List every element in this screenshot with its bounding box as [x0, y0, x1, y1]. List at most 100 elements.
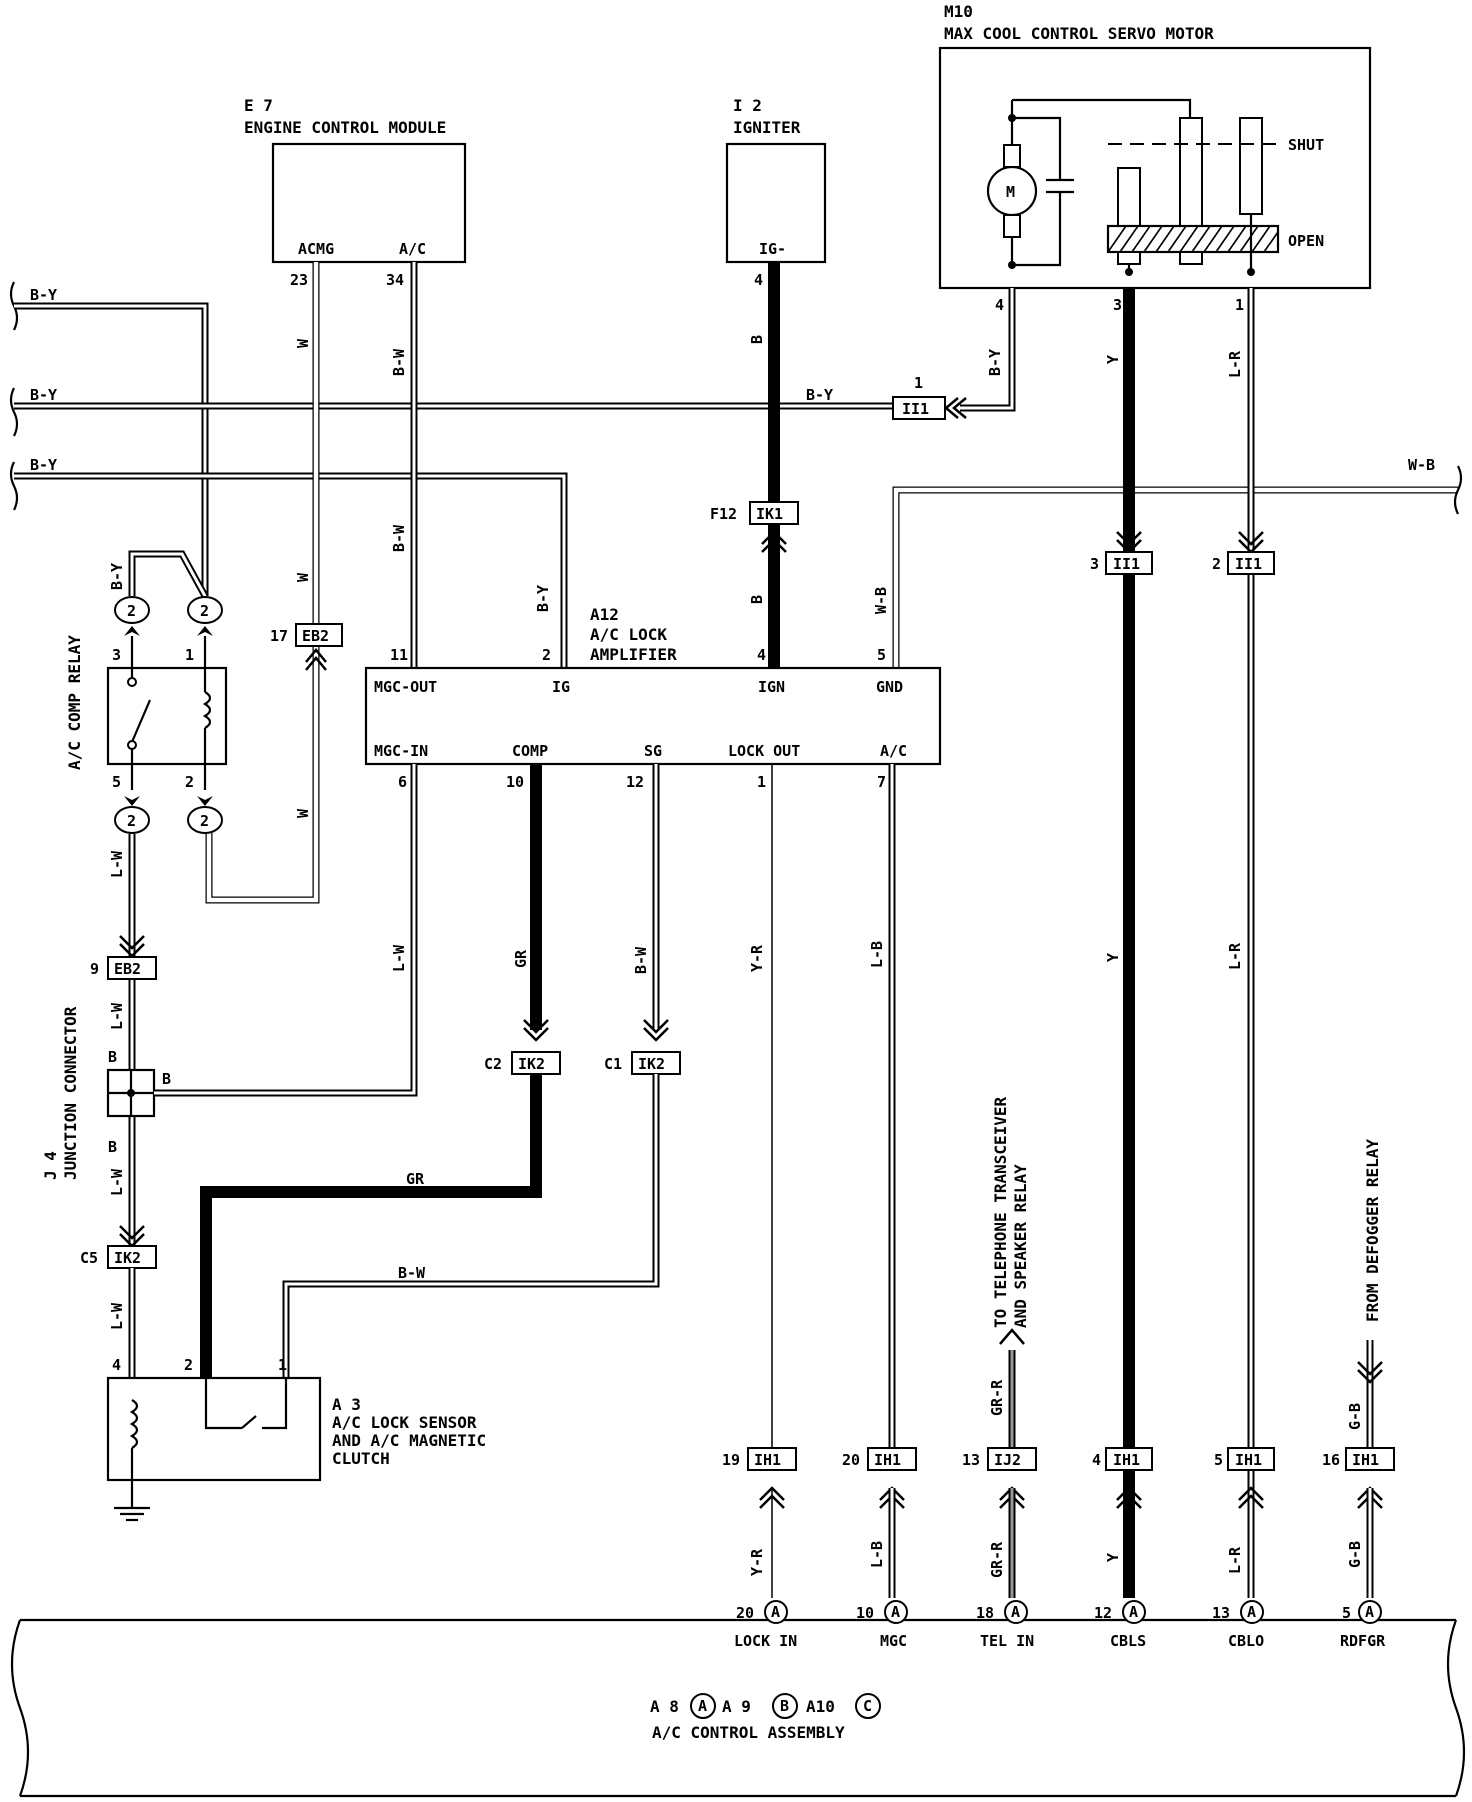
connector-eb2-b-label: EB2: [114, 960, 141, 978]
wire-igniter-b: B B IK1 F12: [710, 262, 799, 668]
connector-ii1-a-pin: 1: [914, 374, 923, 392]
relay-pin-5: 5: [112, 773, 121, 791]
connector-ik2-c2-label: IK2: [518, 1055, 545, 1073]
wire-w-1: W: [294, 338, 312, 348]
wire-w-3: W: [294, 808, 312, 818]
ground-icon: [114, 1506, 150, 1522]
wire-servo-l-r: L-R L-R II1 2: [1212, 288, 1275, 1598]
note-defogger: FROM DEFOGGER RELAY: [1363, 1139, 1382, 1322]
junction-connector: B J 4 JUNCTION CONNECTOR L-W: [41, 764, 418, 1180]
assembly-title: A 8 A A 9 B A10 C A/C CONTROL ASSEMBLY: [650, 1693, 881, 1742]
connector-ik1-label: IK1: [756, 505, 783, 523]
wire-b-w-2: B-W: [390, 524, 408, 552]
sensor-name-1: A/C LOCK SENSOR: [332, 1413, 477, 1432]
amp-pin-6: 6: [398, 773, 407, 791]
terminal-pin: 10: [856, 1604, 874, 1622]
ac-control-assembly: 20 A LOCK IN 10 A MGC 18 A TEL IN 12 A C…: [10, 1600, 1466, 1798]
connector-ih1-19-pin: 19: [722, 1451, 740, 1469]
amp-term-ign: IGN: [758, 678, 785, 696]
servo-pin-3: 3: [1113, 296, 1122, 314]
wire-l-r-1: L-R: [1226, 350, 1244, 378]
wire-l-r-3: L-R: [1226, 1546, 1244, 1574]
terminal-name: LOCK IN: [734, 1632, 797, 1650]
junction-pin-b-left: B: [108, 1048, 117, 1066]
igniter-id: I 2: [733, 96, 762, 115]
wire-l-w-1: L-W: [108, 850, 126, 878]
ecm-pin-23: 23: [290, 271, 308, 289]
wire-y-r-2: Y-R: [748, 1548, 766, 1576]
connector-eb2-b-pin: 9: [90, 960, 99, 978]
terminal-name: CBLO: [1228, 1632, 1264, 1650]
amp-term-mgc-out: MGC-OUT: [374, 678, 437, 696]
ecm-term-acmg: ACMG: [298, 240, 334, 258]
wire-y-1: Y: [1104, 355, 1122, 364]
sensor-pin-1: 1: [278, 1356, 287, 1374]
assembly-terminal-mgc: 10 A MGC: [856, 1600, 908, 1650]
connector-ii1-a: B-Y II1 1: [892, 288, 1016, 420]
assembly-terminal-cblo: 13 A CBLO: [1212, 1600, 1264, 1650]
assembly-id-a9: A 9: [722, 1697, 751, 1716]
relay-connector-top-left: 2: [127, 602, 136, 620]
ac-comp-relay: B-Y 2 2 3 1 5 2 2 2 A/C COMP RELAY: [65, 550, 228, 834]
amp-pin-1: 1: [757, 773, 766, 791]
terminal-pin: 18: [976, 1604, 994, 1622]
connector-ih1-5-label: IH1: [1235, 1451, 1262, 1469]
ground-bus-w-b: W-B W-B: [872, 456, 1463, 668]
assembly-name: A/C CONTROL ASSEMBLY: [652, 1723, 845, 1742]
relay-name: A/C COMP RELAY: [65, 635, 84, 770]
assembly-circle-b: B: [780, 1697, 789, 1715]
wire-defogger-g-b: G-B IH1 16 G-B FROM DEFOGGER RELAY: [1322, 1139, 1395, 1598]
wire-y-3: Y: [1104, 1553, 1122, 1562]
wire-b-w-1: B-W: [390, 348, 408, 376]
left-bus-wires: B-Y B-Y B-Y B-Y B-Y: [9, 281, 892, 668]
connector-ii1-b-pin: 3: [1090, 555, 1099, 573]
engine-control-module: E 7 ENGINE CONTROL MODULE ACMG A/C 23 34: [244, 96, 467, 289]
terminal-circle: A: [891, 1603, 900, 1621]
amp-term-ac: A/C: [880, 742, 907, 760]
amp-pin-11: 11: [390, 646, 408, 664]
amp-pin-12: 12: [626, 773, 644, 791]
connector-ik2-c5-pin: C5: [80, 1249, 98, 1267]
terminal-circle: A: [1129, 1603, 1138, 1621]
terminal-name: RDFGR: [1340, 1632, 1386, 1650]
connector-ij2-13-label: IJ2: [994, 1451, 1021, 1469]
connector-ik2-c5-label: IK2: [114, 1249, 141, 1267]
ac-lock-sensor: 4 2 1 A 3 A/C LOCK SENSOR AND A/C MAGNET…: [106, 1356, 486, 1522]
amp-term-ig: IG: [552, 678, 570, 696]
terminal-pin: 13: [1212, 1604, 1230, 1622]
wire-l-r-2: L-R: [1226, 942, 1244, 970]
connector-ih1-19-label: IH1: [754, 1451, 781, 1469]
igniter-pin: 4: [754, 271, 763, 289]
assembly-circle-a: A: [698, 1697, 707, 1715]
terminal-name: CBLS: [1110, 1632, 1146, 1650]
relay-connector-bottom-left: 2: [127, 812, 136, 830]
wire-b-w-4: B-W: [398, 1264, 426, 1282]
assembly-terminal-lock-in: 20 A LOCK IN: [734, 1600, 797, 1650]
wire-b-1: B: [748, 335, 766, 344]
wire-l-w-2: L-W: [108, 1002, 126, 1030]
ecm-pin-34: 34: [386, 271, 404, 289]
wire-gr-r-1: GR-R: [988, 1379, 1006, 1416]
wire-comp-gr: GR IK2 C2 GR: [200, 764, 561, 1378]
wire-l-w-5: L-W: [390, 944, 408, 972]
open-label: OPEN: [1288, 232, 1324, 250]
wire-b-y-7: B-Y: [108, 563, 126, 590]
connector-ih1-4-label: IH1: [1113, 1451, 1140, 1469]
terminal-circle: A: [1247, 1603, 1256, 1621]
terminal-pin: 5: [1342, 1604, 1351, 1622]
assembly-circle-c: C: [863, 1697, 872, 1715]
servo-pin-1: 1: [1235, 296, 1244, 314]
connector-ih1-16-label: IH1: [1352, 1451, 1379, 1469]
ecm-term-ac: A/C: [399, 240, 426, 258]
wire-w-2: W: [294, 572, 312, 582]
wire-ac-b-w: B-W B-W: [390, 262, 418, 668]
shut-label: SHUT: [1288, 136, 1324, 154]
note-telephone-2: AND SPEAKER RELAY: [1011, 1164, 1030, 1328]
wire-b-w-3: B-W: [632, 946, 650, 974]
wire-acmg: W W W EB2 17: [205, 262, 343, 904]
servo-motor-id: M10: [944, 2, 973, 21]
assembly-terminal-cbls: 12 A CBLS: [1094, 1600, 1146, 1650]
wire-b-2: B: [748, 595, 766, 604]
terminal-pin: 12: [1094, 1604, 1112, 1622]
